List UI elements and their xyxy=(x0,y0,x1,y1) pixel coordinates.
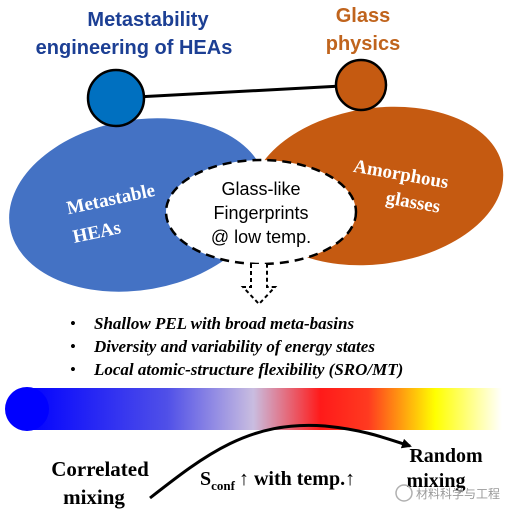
bullet-dot-3: • xyxy=(70,360,76,379)
center-label-line1: Glass-like xyxy=(221,179,300,199)
bullet-dot-2: • xyxy=(70,337,76,356)
center-label-line2: Fingerprints xyxy=(213,203,308,223)
bullet-item-1: Shallow PEL with broad meta-basins xyxy=(94,314,354,333)
glass-title-line1: Glass xyxy=(336,5,390,27)
center-label-line3: @ low temp. xyxy=(211,227,311,247)
heas-title-line2: engineering of HEAs xyxy=(36,37,233,59)
glass-title-line2: physics xyxy=(326,33,400,55)
random-label-line1: Random xyxy=(409,445,483,467)
glass-node-circle xyxy=(334,58,388,112)
watermark-logo-icon xyxy=(395,484,413,502)
heas-title-line1: Metastability xyxy=(87,9,209,31)
entropy-symbol: S xyxy=(200,468,211,490)
random-label-line2: mixing xyxy=(407,470,466,492)
fingerprints-ellipse xyxy=(164,158,358,266)
bullet-dot-1: • xyxy=(70,314,76,333)
heas-node-circle xyxy=(86,68,146,128)
bullet-item-3: Local atomic-structure flexibility (SRO/… xyxy=(93,360,403,379)
dashed-down-arrow xyxy=(240,264,278,306)
entropy-text: ↑ with temp.↑ xyxy=(239,468,355,490)
watermark-text: 材料科学与工程 xyxy=(416,486,500,501)
entropy-curve-arrow xyxy=(149,423,412,500)
entropy-annotation: Sconf↑ with temp.↑ xyxy=(200,468,355,493)
bullet-item-2: Diversity and variability of energy stat… xyxy=(93,337,375,356)
spectrum-start-circle xyxy=(5,387,49,431)
entropy-subscript: conf xyxy=(211,478,236,493)
correlated-label-line1: Correlated xyxy=(51,457,149,481)
spectrum-bar xyxy=(24,388,502,430)
correlated-label-line2: mixing xyxy=(63,485,125,509)
connector-line xyxy=(117,83,361,100)
